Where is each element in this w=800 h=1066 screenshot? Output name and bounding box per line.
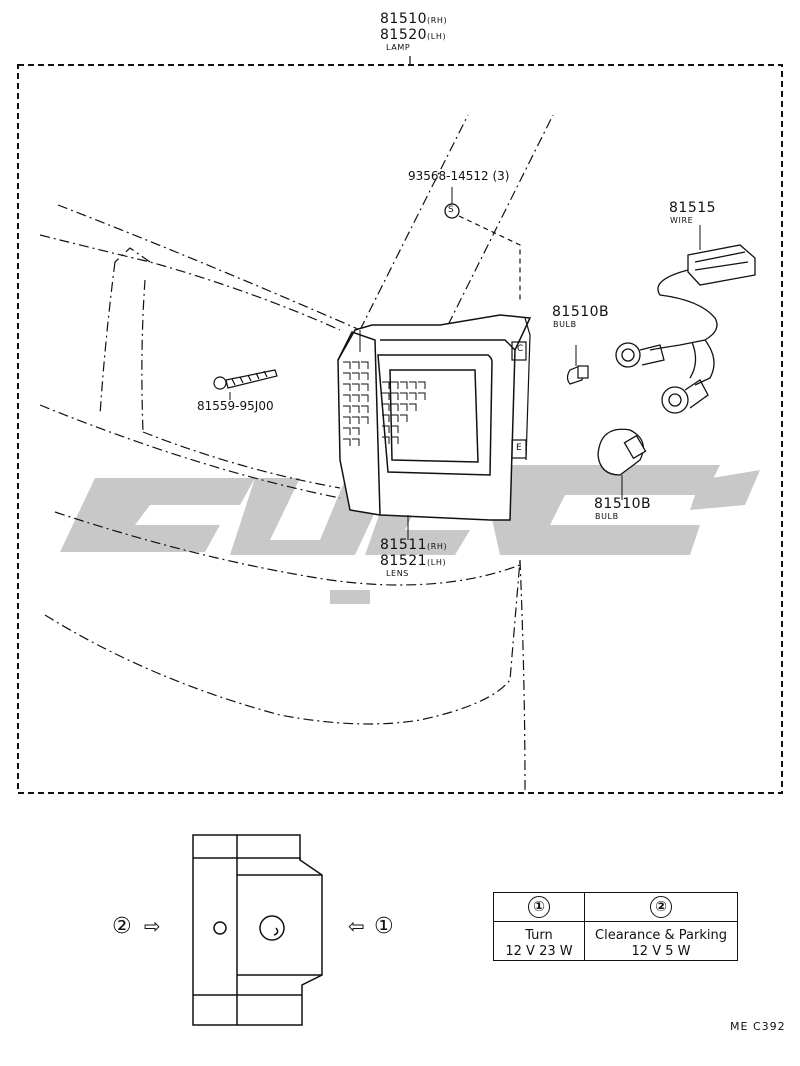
lens-grid-cell — [418, 392, 426, 400]
lens-grid-cell — [382, 414, 390, 422]
lens-c-mark: C — [517, 344, 524, 354]
lens-grid-cell — [343, 427, 351, 435]
wire-harness — [615, 225, 756, 414]
lens-grid-cell — [361, 383, 369, 391]
reference-code: ME C392 — [730, 1020, 786, 1033]
lens-grid-cell — [409, 403, 417, 411]
lens-grid — [343, 361, 426, 446]
small-bulb-name-label: BULB — [553, 320, 577, 329]
lens-grid-cell — [352, 438, 360, 446]
lens-grid-cell — [400, 381, 408, 389]
lens-grid-cell — [382, 425, 390, 433]
bolt-part-label: 81559-95J00 — [197, 399, 274, 413]
lens-e-mark: E — [516, 443, 522, 453]
lens-grid-cell — [391, 392, 399, 400]
lens-name-label: LENS — [386, 569, 409, 578]
lens-grid-cell — [352, 394, 360, 402]
table-header-2: ② — [584, 892, 738, 922]
lens-grid-cell — [343, 438, 351, 446]
lamp-assembly-frame — [17, 64, 783, 794]
lens-grid-cell — [409, 392, 417, 400]
lens-grid-cell — [361, 394, 369, 402]
lens-grid-cell — [391, 425, 399, 433]
lens-grid-cell — [409, 381, 417, 389]
screw-symbol — [444, 187, 521, 300]
lamp-housing — [337, 314, 532, 521]
lens-grid-cell — [400, 414, 408, 422]
marker-1-label: ① — [374, 914, 394, 939]
lens-grid-cell — [391, 381, 399, 389]
lens-grid-cell — [391, 436, 399, 444]
lens-grid-cell — [418, 381, 426, 389]
wire-part-label: 81515 — [669, 200, 717, 216]
table-header-1: ① — [493, 892, 585, 922]
large-bulb-name-label: BULB — [595, 512, 619, 521]
lens-grid-cell — [382, 392, 390, 400]
lamp-lh-label: 81520(LH) — [380, 27, 447, 43]
lens-grid-cell — [382, 436, 390, 444]
arrow-left-icon: ⇦ — [348, 914, 365, 938]
lens-grid-cell — [343, 383, 351, 391]
small-bulb — [566, 345, 589, 385]
lens-grid-cell — [352, 416, 360, 424]
lens-grid-cell — [352, 405, 360, 413]
lens-grid-cell — [361, 416, 369, 424]
large-bulb — [597, 428, 647, 500]
lens-lh-label: 81521(LH) — [380, 553, 447, 569]
small-bulb-part-label: 81510B — [552, 304, 610, 320]
lens-grid-cell — [343, 416, 351, 424]
arrow-right-icon: ⇨ — [144, 914, 161, 938]
lens-grid-cell — [361, 361, 369, 369]
lens-grid-cell — [352, 427, 360, 435]
table-header-row: ① ② — [493, 892, 738, 922]
lens-grid-cell — [361, 405, 369, 413]
vehicle-body-outline — [39, 114, 554, 791]
lens-grid-cell — [400, 392, 408, 400]
lens-grid-cell — [382, 381, 390, 389]
lens-grid-cell — [343, 405, 351, 413]
large-bulb-part-label: 81510B — [594, 496, 652, 512]
lamp-rh-label: 81510(RH) — [380, 11, 448, 27]
lens-grid-cell — [400, 403, 408, 411]
housing-tabs — [511, 317, 531, 461]
lens-grid-cell — [343, 394, 351, 402]
lens-grid-cell — [361, 372, 369, 380]
lens-rh-label: 81511(RH) — [380, 537, 448, 553]
lens-grid-cell — [352, 361, 360, 369]
lens-grid-cell — [352, 383, 360, 391]
lens-grid-cell — [352, 372, 360, 380]
bolt — [213, 369, 278, 400]
screw-s-mark: S — [448, 205, 454, 215]
lens-grid-cell — [391, 403, 399, 411]
lens-grid-cell — [382, 403, 390, 411]
wire-name-label: WIRE — [670, 216, 694, 225]
lens-grid-cell — [343, 361, 351, 369]
leader-lines — [359, 330, 409, 540]
screw-part-label: 93568-14512 (3) — [408, 169, 510, 183]
lens-grid-cell — [343, 372, 351, 380]
lens-grid-cell — [391, 414, 399, 422]
marker-2-label: ② — [112, 914, 132, 939]
lamp-rear-view — [192, 834, 323, 1026]
lamp-name-label: LAMP — [386, 43, 411, 52]
